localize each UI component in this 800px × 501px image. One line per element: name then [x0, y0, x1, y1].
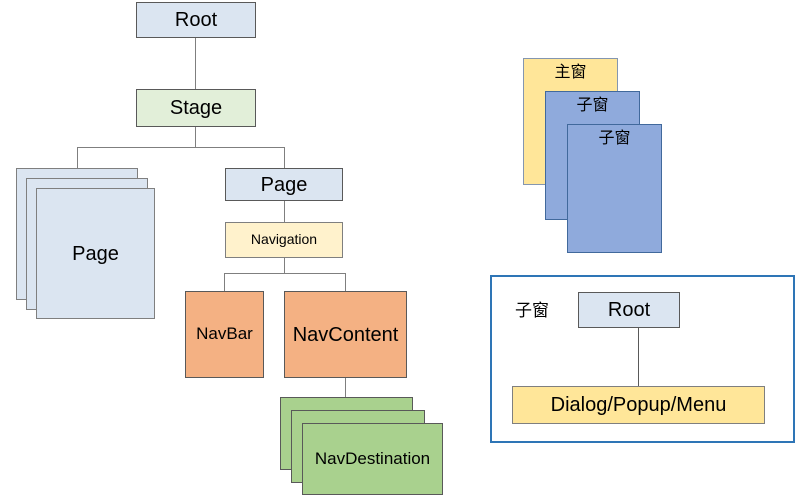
page-node-label: Page [260, 173, 308, 196]
stage-node: Stage [136, 89, 256, 127]
child-window-1-label: 子窗 [576, 97, 609, 114]
edge-navigation-bar [224, 273, 346, 274]
page-stack-label: Page [72, 242, 119, 265]
edge-navigation-stem [284, 258, 285, 273]
navcontent-node: NavContent [284, 291, 407, 378]
edge-panelroot-dialog [638, 328, 639, 386]
navbar-node-label: NavBar [196, 324, 253, 344]
dialog-popup-menu-node: Dialog/Popup/Menu [512, 386, 765, 424]
child-window-2-label: 子窗 [598, 130, 631, 147]
navigation-node-label: Navigation [250, 231, 318, 248]
edge-navigation-navbar [224, 273, 225, 291]
edge-page-navigation [284, 201, 285, 222]
dialog-popup-menu-label: Dialog/Popup/Menu [550, 394, 727, 416]
child-window-panel-label: 子窗 [515, 301, 549, 320]
edge-stage-pagestack [77, 147, 78, 168]
navcontent-node-label: NavContent [292, 323, 399, 346]
edge-navcontent-navdestination [345, 378, 346, 397]
page-stack-card-front: Page [36, 188, 155, 319]
edge-stage-page [284, 147, 285, 168]
navbar-node: NavBar [185, 291, 264, 378]
child-window-card-2: 子窗 [567, 124, 662, 253]
navdestination-label: NavDestination [314, 448, 431, 468]
stage-node-label: Stage [169, 97, 223, 119]
navigation-node: Navigation [225, 222, 343, 258]
edge-root-stage [195, 38, 196, 89]
root-node-label: Root [174, 9, 218, 31]
edge-stage-split-stem [195, 127, 196, 147]
main-window-label: 主窗 [554, 64, 587, 81]
navdestination-card-front: NavDestination [302, 423, 443, 495]
page-node: Page [225, 168, 343, 201]
edge-navigation-navcontent [345, 273, 346, 291]
edge-stage-split-bar [77, 147, 285, 148]
panel-root-node: Root [578, 292, 680, 328]
panel-root-node-label: Root [607, 299, 651, 321]
root-node: Root [136, 2, 256, 38]
